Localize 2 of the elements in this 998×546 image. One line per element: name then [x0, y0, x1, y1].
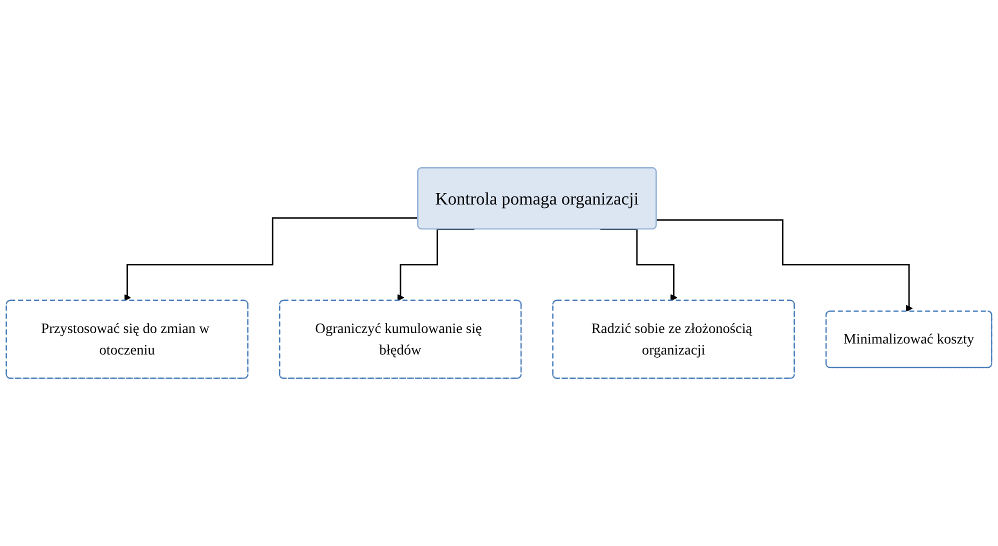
arrow: [656, 219, 913, 312]
arrow: [124, 217, 418, 302]
